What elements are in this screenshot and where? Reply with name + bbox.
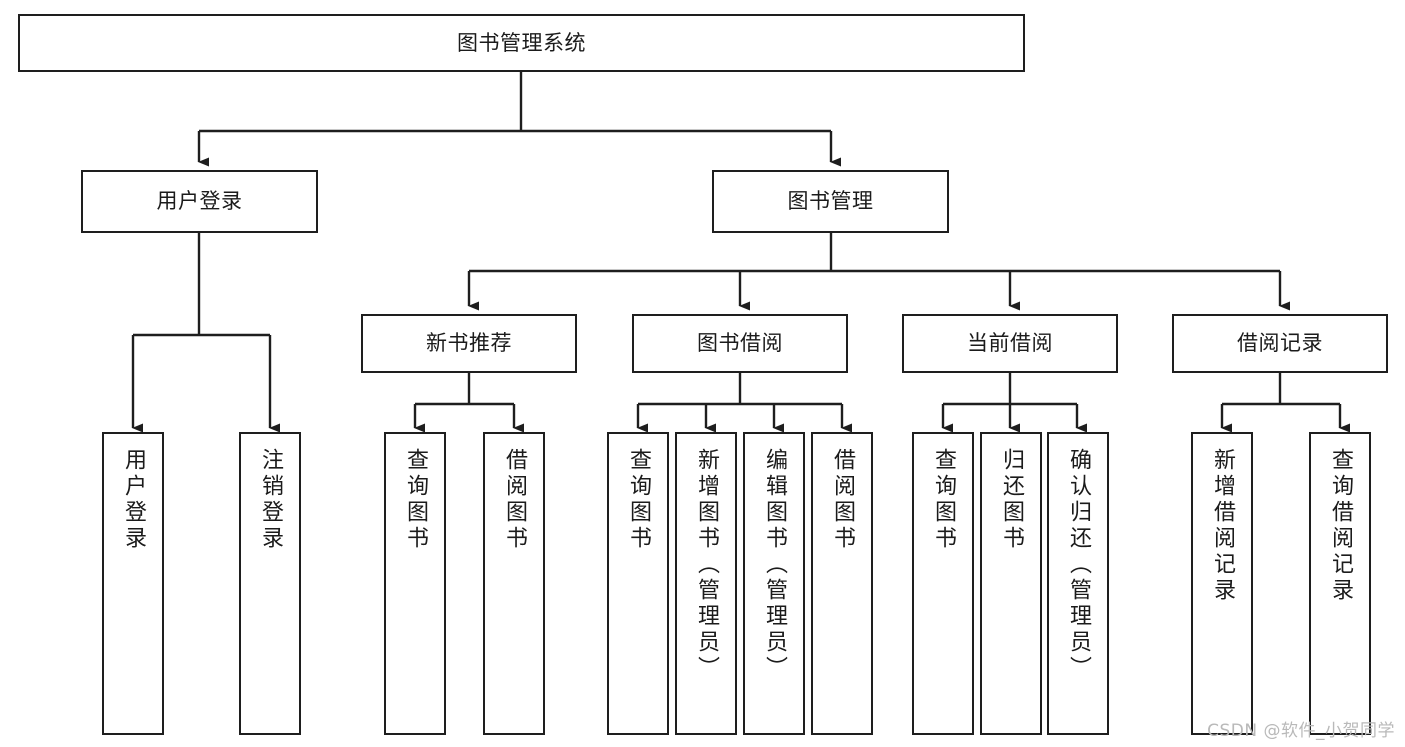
leaf-user-login-label: 用户登录 — [121, 448, 146, 552]
node-new-book-rec[interactable]: 新书推荐 — [361, 314, 577, 373]
leaf-borrow-book-1-label: 借阅图书 — [502, 448, 527, 552]
leaf-borrow-book-2-label: 借阅图书 — [830, 448, 855, 552]
leaf-edit-book[interactable]: 编辑图书（管理员） — [743, 432, 805, 735]
node-book-borrow-label: 图书借阅 — [697, 331, 783, 356]
leaf-add-book-label: 新增图书（管理员） — [694, 448, 719, 682]
leaf-borrow-book-1[interactable]: 借阅图书 — [483, 432, 545, 735]
csdn-watermark: CSDN @软件_小贺同学 — [1207, 721, 1395, 741]
leaf-user-login[interactable]: 用户登录 — [102, 432, 164, 735]
node-book-manage[interactable]: 图书管理 — [712, 170, 949, 233]
leaf-query-book-3-label: 查询图书 — [931, 448, 956, 552]
leaf-add-record-label: 新增借阅记录 — [1210, 448, 1235, 604]
node-current-borrow-label: 当前借阅 — [967, 331, 1053, 356]
leaf-query-book-2-label: 查询图书 — [626, 448, 651, 552]
leaf-confirm-return-label: 确认归还（管理员） — [1066, 448, 1091, 682]
node-borrow-record-label: 借阅记录 — [1237, 331, 1323, 356]
leaf-query-book-3[interactable]: 查询图书 — [912, 432, 974, 735]
node-book-manage-label: 图书管理 — [787, 189, 874, 214]
leaf-query-book-1-label: 查询图书 — [403, 448, 428, 552]
node-new-book-rec-label: 新书推荐 — [426, 331, 512, 356]
leaf-edit-book-label: 编辑图书（管理员） — [762, 448, 787, 682]
leaf-query-book-1[interactable]: 查询图书 — [384, 432, 446, 735]
leaf-add-record[interactable]: 新增借阅记录 — [1191, 432, 1253, 735]
node-borrow-record[interactable]: 借阅记录 — [1172, 314, 1388, 373]
leaf-query-record-label: 查询借阅记录 — [1328, 448, 1353, 604]
node-book-borrow[interactable]: 图书借阅 — [632, 314, 848, 373]
leaf-add-book[interactable]: 新增图书（管理员） — [675, 432, 737, 735]
node-user-login-label: 用户登录 — [156, 189, 243, 214]
leaf-query-record[interactable]: 查询借阅记录 — [1309, 432, 1371, 735]
node-root[interactable]: 图书管理系统 — [18, 14, 1025, 72]
node-root-label: 图书管理系统 — [457, 30, 586, 55]
node-current-borrow[interactable]: 当前借阅 — [902, 314, 1118, 373]
leaf-logout[interactable]: 注销登录 — [239, 432, 301, 735]
leaf-confirm-return[interactable]: 确认归还（管理员） — [1047, 432, 1109, 735]
leaf-borrow-book-2[interactable]: 借阅图书 — [811, 432, 873, 735]
leaf-logout-label: 注销登录 — [258, 448, 283, 552]
leaf-return-book[interactable]: 归还图书 — [980, 432, 1042, 735]
leaf-query-book-2[interactable]: 查询图书 — [607, 432, 669, 735]
node-user-login[interactable]: 用户登录 — [81, 170, 318, 233]
leaf-return-book-label: 归还图书 — [999, 448, 1024, 552]
